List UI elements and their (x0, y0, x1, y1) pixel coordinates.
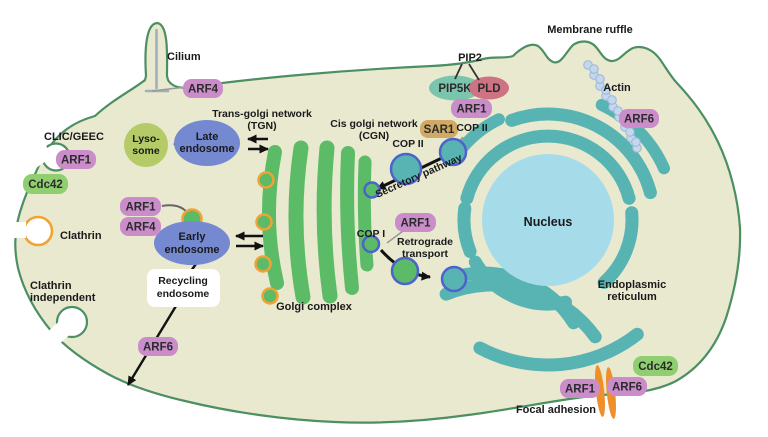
lysosome-label-2: some (132, 145, 160, 157)
membrane-ruffle-label: Membrane ruffle (547, 24, 633, 36)
arf4-cilium-pill: ARF4 (183, 79, 223, 98)
early-endosome-label-1: Early (179, 231, 207, 243)
cop1-golgi-bud-2 (361, 234, 381, 254)
pip2-stems (454, 63, 480, 81)
cgn-label-2: (CGN) (359, 130, 389, 142)
cop2-vesicle-transit (389, 152, 423, 186)
early-endosome (154, 221, 230, 265)
protein-labels: ARF4 ARF1 Cdc42 ARF1 ARF4 ARF6 PIP5K PL (23, 75, 678, 398)
cop1-label: COP I (357, 228, 385, 240)
retrograde-label-2: transport (402, 248, 449, 260)
cgn-label-1: Cis golgi network (330, 118, 418, 130)
arf1-cop1-label: ARF1 (400, 218, 431, 230)
golgi-label: Golgi complex (276, 301, 353, 313)
pld-ellipse: PLD (469, 76, 509, 100)
arf1-cop1-pointer-line (386, 230, 404, 244)
arf6-focal-label: ARF6 (612, 382, 642, 394)
nucleus-label: Nucleus (524, 215, 573, 229)
pip5k-ellipse: PIP5K (429, 75, 481, 101)
late-endosome-label-1: Late (196, 131, 219, 143)
sar1-label: SAR1 (424, 124, 455, 136)
clathrin-independent-label-1: Clathrin (30, 280, 72, 292)
actin-label: Actin (603, 82, 631, 94)
late-endosome-label-2: endosome (179, 143, 234, 155)
sar1-pill: SAR1 (420, 120, 458, 138)
arf6-recycling-label: ARF6 (143, 342, 173, 354)
lysosome-label-1: Lyso- (132, 133, 160, 145)
focal-adhesion-label: Focal adhesion (516, 404, 596, 416)
clic-geec-label: CLIC/GEEC (44, 131, 104, 143)
er-acceptor-vesicle (440, 265, 468, 293)
pip5k-label: PIP5K (438, 83, 472, 95)
arf4-cilium-label: ARF4 (188, 84, 219, 96)
arf6-actin-pill: ARF6 (619, 109, 659, 128)
retrograde-label-1: Retrograde (397, 236, 453, 248)
arf1-clic-label: ARF1 (61, 155, 92, 167)
recycling-endosome-box (147, 269, 220, 307)
er-label-2: reticulum (607, 291, 657, 303)
cop1-golgi-bud (363, 181, 381, 199)
nucleus (482, 154, 614, 286)
lysosome (124, 123, 168, 167)
recycling-endosome-label-1: Recycling (158, 275, 208, 287)
cop2-transit-label: COP II (392, 138, 423, 150)
golgi-complex (254, 140, 374, 305)
pip2-label: PIP2 (458, 52, 482, 64)
tgn-label-1: Trans-golgi network (212, 108, 312, 120)
recycling-endosome-label-2: endosome (157, 288, 210, 300)
arf1-endosome-pill: ARF1 (120, 197, 161, 216)
arf4-endosome-label: ARF4 (125, 222, 156, 234)
er-label-1: Endoplasmic (598, 279, 666, 291)
cilium-label: Cilium (167, 51, 201, 63)
pld-label: PLD (478, 83, 501, 95)
arf4-pointer-line (151, 86, 187, 92)
cdc42-focal-pill: Cdc42 (633, 356, 678, 376)
tgn-label-2: (TGN) (247, 120, 276, 132)
arf6-focal-pill: ARF6 (607, 377, 647, 396)
clathrin-label: Clathrin (60, 230, 102, 242)
arf6-actin-label: ARF6 (624, 114, 654, 126)
arf1-focal-label: ARF1 (565, 384, 596, 396)
cdc42-clic-label: Cdc42 (28, 179, 63, 191)
arf4-endosome-pill: ARF4 (120, 217, 161, 236)
arf1-membrane-label: ARF1 (456, 104, 487, 116)
cop2-er-label: COP II (456, 122, 487, 134)
cdc42-clic-pill: Cdc42 (23, 174, 68, 194)
arf1-clic-pill: ARF1 (56, 150, 96, 169)
cop2-vesicle-er (438, 137, 468, 167)
arf1-cop1-pill: ARF1 (395, 213, 436, 232)
early-endosome-label-2: endosome (164, 244, 219, 256)
arf1-membrane-pill: ARF1 (451, 99, 492, 118)
clathrin-independent-label-2: independent (30, 292, 96, 304)
arf6-recycling-pill: ARF6 (138, 337, 178, 356)
arf1-endosome-label: ARF1 (125, 202, 156, 214)
clathrin-coated-pit (6, 215, 54, 247)
endoplasmic-reticulum (439, 98, 670, 372)
late-endosome (174, 120, 240, 166)
arf1-focal-pill: ARF1 (560, 379, 600, 398)
cdc42-focal-label: Cdc42 (638, 361, 673, 373)
clathrin-coated-golgi-bud (257, 171, 275, 189)
cop1-vesicle-transit (390, 256, 420, 286)
clathrin-independent-pit (41, 305, 89, 350)
